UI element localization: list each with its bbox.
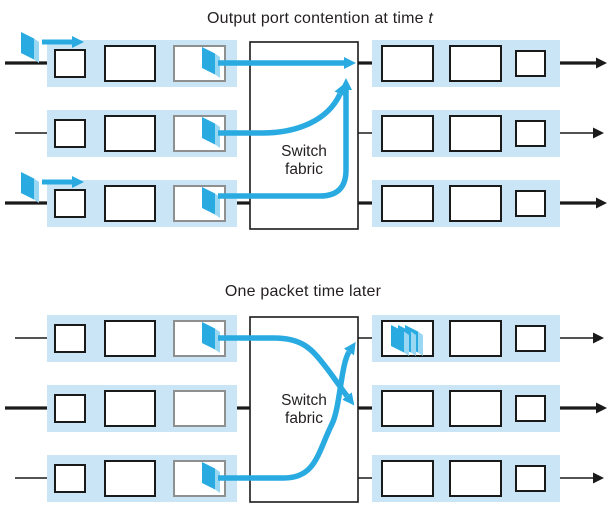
queue-slot bbox=[449, 320, 502, 357]
queue-slot bbox=[104, 115, 156, 152]
top-input-queue-2 bbox=[15, 110, 237, 157]
queue-slot bbox=[381, 185, 434, 222]
switch-fabric-label: fabric bbox=[285, 410, 323, 427]
packet-icon bbox=[21, 172, 39, 203]
queue-slot bbox=[54, 49, 86, 78]
arriving-packet-group bbox=[21, 32, 84, 63]
bottom-output-queue-1 bbox=[372, 315, 604, 362]
route-arrow-input3-to-output1 bbox=[218, 78, 352, 199]
queue-slot bbox=[54, 189, 86, 218]
switch-fabric-label: Switch bbox=[281, 392, 327, 409]
queue-slot bbox=[449, 460, 502, 497]
queue-slot bbox=[381, 115, 434, 152]
packet-icon bbox=[21, 32, 39, 63]
queue-slot-hol bbox=[173, 390, 226, 427]
queue-slot bbox=[54, 119, 86, 148]
bottom-output-queue-2 bbox=[372, 385, 607, 432]
top-output-queue-1 bbox=[372, 40, 607, 87]
bottom-input-queue-1 bbox=[15, 315, 237, 362]
queue-slot bbox=[449, 115, 502, 152]
queue-slot bbox=[449, 45, 502, 82]
section-contention-at-time-t: Output port contention at time t bbox=[5, 10, 607, 230]
section-one-packet-time-later: One packet time later bbox=[5, 283, 607, 503]
top-output-queue-2 bbox=[372, 110, 604, 157]
queue-slot bbox=[54, 464, 86, 493]
queue-slot bbox=[515, 190, 546, 217]
queue-slot bbox=[54, 394, 86, 423]
queue-slot bbox=[381, 45, 434, 82]
section-title-bottom: One packet time later bbox=[225, 283, 382, 300]
arriving-packet-group bbox=[21, 172, 84, 203]
queue-slot bbox=[381, 390, 434, 427]
bottom-switch-fabric: Switch fabric bbox=[218, 316, 359, 503]
queue-slot bbox=[449, 390, 502, 427]
top-output-queue-3 bbox=[372, 180, 607, 227]
queue-slot bbox=[54, 324, 86, 353]
queue-slot bbox=[515, 465, 546, 492]
top-switch-fabric: Switch fabric bbox=[218, 41, 359, 230]
queue-slot bbox=[104, 390, 156, 427]
route-arrow-input3-to-output1 bbox=[218, 342, 356, 481]
queue-slot bbox=[104, 45, 156, 82]
bottom-input-queue-2 bbox=[5, 385, 237, 432]
queue-slot bbox=[104, 320, 156, 357]
queue-slot bbox=[515, 50, 546, 77]
route-arrow-input2-to-output1 bbox=[218, 83, 346, 136]
queue-slot bbox=[104, 185, 156, 222]
queue-slot bbox=[449, 185, 502, 222]
switch-fabric-label: Switch bbox=[281, 143, 327, 160]
top-input-queue-3 bbox=[5, 172, 237, 227]
queue-slot bbox=[515, 395, 546, 422]
switch-fabric-label: fabric bbox=[285, 161, 323, 178]
top-input-queue-1 bbox=[5, 32, 237, 87]
bottom-output-queue-3 bbox=[372, 455, 604, 502]
bottom-input-queue-3 bbox=[15, 455, 237, 502]
queue-slot bbox=[104, 460, 156, 497]
section-title-top: Output port contention at time t bbox=[207, 10, 433, 27]
queue-slot bbox=[515, 325, 546, 352]
queue-slot bbox=[515, 120, 546, 147]
queue-slot bbox=[381, 460, 434, 497]
